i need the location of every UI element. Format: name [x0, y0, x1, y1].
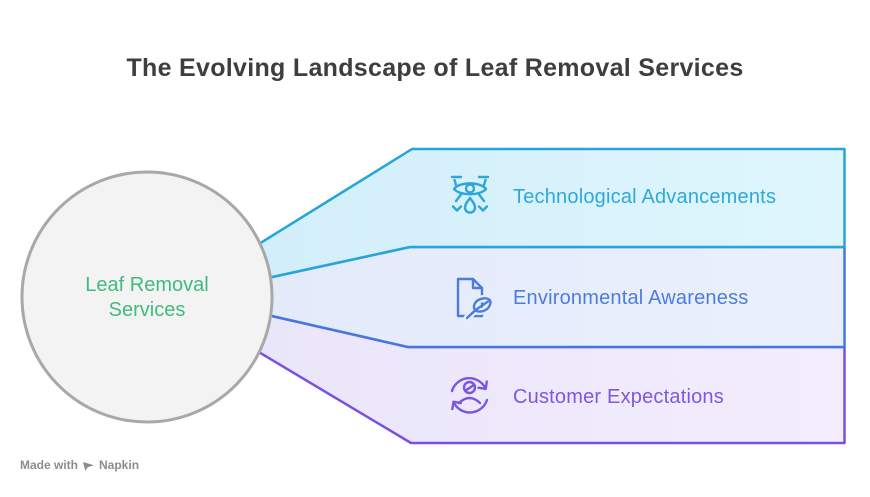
- branch-label-environmental-awareness: Environmental Awareness: [513, 287, 749, 309]
- center-node-circle: [20, 170, 274, 424]
- branch-label-technological-advancements: Technological Advancements: [513, 186, 777, 208]
- page-title: The Evolving Landscape of Leaf Removal S…: [126, 54, 744, 82]
- document-leaf-icon: [456, 277, 495, 322]
- watermark: Made with Napkin: [20, 457, 139, 473]
- center-node-label-line1: Leaf Removal: [85, 274, 209, 296]
- person-refresh-icon: [450, 377, 489, 414]
- center-node-label: Leaf Removal Services: [22, 273, 272, 323]
- napkin-logo-icon: [83, 461, 95, 471]
- branch-label-customer-expectations: Customer Expectations: [513, 386, 724, 408]
- center-node-label-line2: Services: [108, 299, 186, 321]
- watermark-prefix: Made with: [20, 458, 79, 472]
- watermark-brand: Napkin: [99, 458, 140, 472]
- drone-sprayer-icon: [450, 175, 490, 214]
